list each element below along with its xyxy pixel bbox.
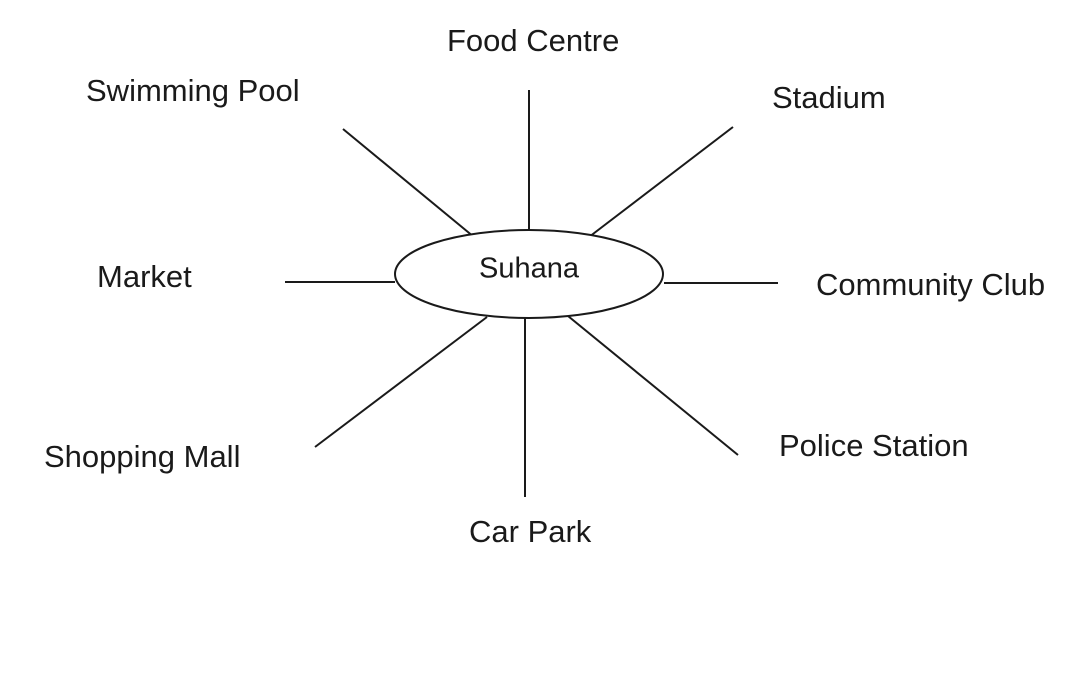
node-label-shopping-mall: Shopping Mall — [44, 439, 241, 474]
node-label-food-centre: Food Centre — [447, 23, 620, 58]
node-label-car-park: Car Park — [469, 514, 592, 549]
node-label-stadium: Stadium — [772, 80, 886, 115]
connector-shopping-mall — [314, 316, 488, 448]
center-label: Suhana — [479, 252, 579, 285]
node-label-market: Market — [97, 259, 192, 294]
node-label-swimming-pool: Swimming Pool — [86, 73, 300, 108]
center-ellipse — [394, 229, 664, 319]
connector-police-station — [567, 315, 739, 456]
connector-stadium — [588, 126, 734, 238]
node-label-community-club: Community Club — [816, 267, 1046, 302]
node-label-police-station: Police Station — [779, 428, 969, 463]
connector-swimming-pool — [342, 128, 475, 238]
